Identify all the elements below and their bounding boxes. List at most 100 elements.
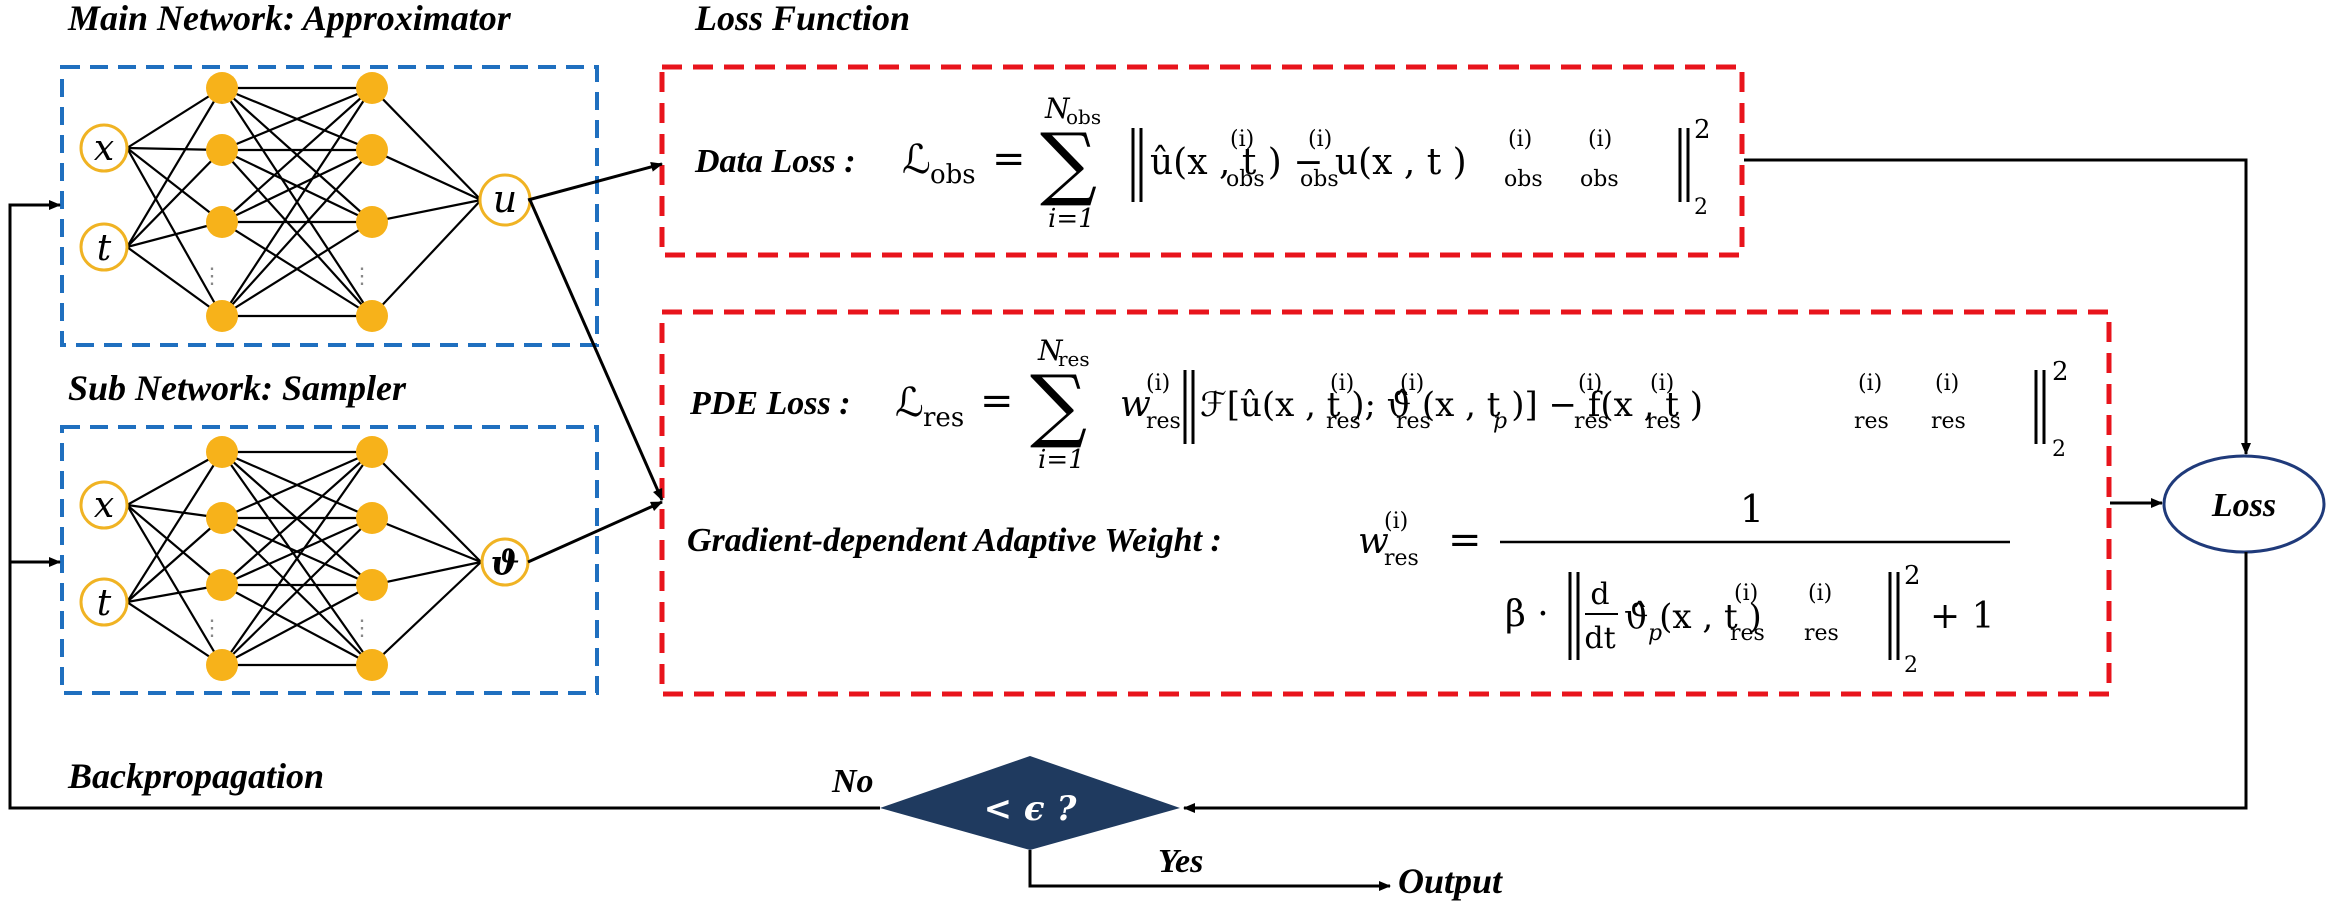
main-edge-16 <box>221 87 373 223</box>
ellipsis-sub-1: ⋮ <box>201 616 223 641</box>
sub-edge-0 <box>126 451 223 506</box>
sub-edge-26 <box>371 560 482 587</box>
sub-edge-16 <box>221 451 373 586</box>
pde-loss-label: PDE Loss : <box>689 385 851 422</box>
loss-function-title: Loss Function <box>694 0 910 38</box>
pde-weight-sup: (i) <box>1146 371 1170 396</box>
main-edge-26 <box>371 198 482 224</box>
sub-neuron-5 <box>356 502 388 534</box>
sub-edge-4 <box>126 451 223 603</box>
main-edge-7 <box>126 246 223 317</box>
main-edge-21 <box>221 149 373 317</box>
aw-sup-2: (i) <box>1808 581 1832 606</box>
data-loss-sum-top-sub: obs <box>1066 105 1101 129</box>
aw-plus-one: + 1 <box>1930 596 1995 637</box>
main-edge-17 <box>221 149 373 223</box>
ellipsis-main-2: ⋮ <box>351 264 373 289</box>
arrow-data-loss-to-loss <box>1744 158 2251 455</box>
pde-loss-sum-bottom: i=1 <box>1038 445 1085 475</box>
decision-diamond <box>880 756 1180 850</box>
loss-node <box>2162 454 2326 554</box>
data-loss-equation: Data Loss : ℒ obs = ∑ N obs i=1 û(x , t … <box>694 92 1711 234</box>
sub-neuron-2 <box>206 569 238 601</box>
sub-edge-12 <box>221 450 373 520</box>
main-network-neurons <box>206 72 388 332</box>
sub-input-x-node <box>79 480 129 530</box>
pde-sup-2: (i) <box>1400 371 1424 396</box>
main-network-edges <box>126 86 482 318</box>
data-loss-box <box>659 64 1745 258</box>
main-neuron-6 <box>356 206 388 238</box>
arrow-decision-to-output <box>1028 850 1391 891</box>
adaptive-weight-equation: Gradient-dependent Adaptive Weight : w (… <box>687 487 2010 678</box>
sub-neuron-0 <box>206 436 238 468</box>
data-sup-4: (i) <box>1588 127 1612 152</box>
main-neuron-0 <box>206 72 238 104</box>
pde-loss-box <box>659 309 2112 697</box>
sub-edge-21 <box>221 517 373 666</box>
main-edge-24 <box>371 87 482 201</box>
sub-neuron-1 <box>206 502 238 534</box>
sub-neuron-6 <box>356 569 388 601</box>
loss-node-label: Loss <box>2211 487 2276 524</box>
aw-norm-sub: 2 <box>1904 653 1918 678</box>
data-sup-1: (i) <box>1230 127 1254 152</box>
pde-loss-lhs: ℒ <box>895 380 924 426</box>
sub-edge-5 <box>126 517 223 603</box>
data-sub-2: obs <box>1300 167 1339 192</box>
pde-loss-sum-top-sub: res <box>1058 347 1090 371</box>
main-network-title: Main Network: Approximator <box>67 0 512 38</box>
pde-loss-equation: PDE Loss : ℒ res = ∑ N res i=1 w (i) res… <box>689 334 2069 475</box>
data-loss-body: û(x , t ) − u(x , t ) <box>1150 142 1467 183</box>
yes-label: Yes <box>1158 843 1203 880</box>
sub-input-t-label: t <box>97 583 112 624</box>
main-neuron-1 <box>206 134 238 166</box>
sub-edge-3 <box>126 504 223 666</box>
main-edge-27 <box>371 199 482 317</box>
pde-weight: w <box>1120 384 1151 425</box>
main-edge-5 <box>126 149 223 248</box>
data-sub-3: obs <box>1504 167 1543 192</box>
pde-sup-1: (i) <box>1330 371 1354 396</box>
output-label: Output <box>1398 861 1503 901</box>
sub-network-edges <box>126 450 482 667</box>
aw-lhs: w <box>1358 521 1389 562</box>
data-loss-lhs-sub: obs <box>930 160 976 190</box>
data-loss-sum-sign: ∑ <box>1040 116 1097 209</box>
pde-sub-4: res <box>1646 409 1681 434</box>
sub-output-theta-label: ϑ <box>491 543 520 583</box>
pde-weight-sub: res <box>1146 409 1181 434</box>
decision-label: < ϵ ? <box>984 789 1078 829</box>
data-loss-sum-bottom: i=1 <box>1048 204 1095 234</box>
main-neuron-5 <box>356 134 388 166</box>
pde-sup-3: (i) <box>1578 371 1602 396</box>
main-input-t-label: t <box>97 228 112 269</box>
aw-deriv-bottom: dt <box>1584 621 1615 656</box>
aw-lhs-sup: (i) <box>1384 509 1408 534</box>
data-loss-sum-top: N <box>1044 92 1071 125</box>
adaptive-weight-label: Gradient-dependent Adaptive Weight : <box>687 522 1222 559</box>
sub-edge-22 <box>221 584 373 666</box>
data-sup-2: (i) <box>1308 127 1332 152</box>
main-edge-12 <box>221 86 373 152</box>
sub-edge-6 <box>126 583 223 604</box>
aw-p-sub: p <box>1648 621 1662 646</box>
pde-loss-lhs-sub: res <box>923 403 964 433</box>
data-norm-sub: 2 <box>1694 195 1708 220</box>
sub-edge-2 <box>126 504 223 586</box>
sub-edge-27 <box>371 561 482 666</box>
aw-sub-1: res <box>1730 621 1765 646</box>
sub-network-title: Sub Network: Sampler <box>68 368 407 408</box>
main-neuron-2 <box>206 206 238 238</box>
sub-input-x-label: x <box>94 485 114 526</box>
sub-network-neurons <box>206 436 388 681</box>
sub-edge-24 <box>371 451 482 563</box>
data-loss-equals: = <box>992 136 1026 182</box>
main-network-box <box>60 65 599 347</box>
main-input-x-label: x <box>94 128 114 169</box>
data-loss-label: Data Loss : <box>694 143 856 180</box>
aw-beta: β · <box>1505 594 1549 635</box>
data-norm-exp: 2 <box>1694 115 1711 145</box>
sub-input-t-node <box>79 577 129 627</box>
no-label: No <box>831 763 874 800</box>
